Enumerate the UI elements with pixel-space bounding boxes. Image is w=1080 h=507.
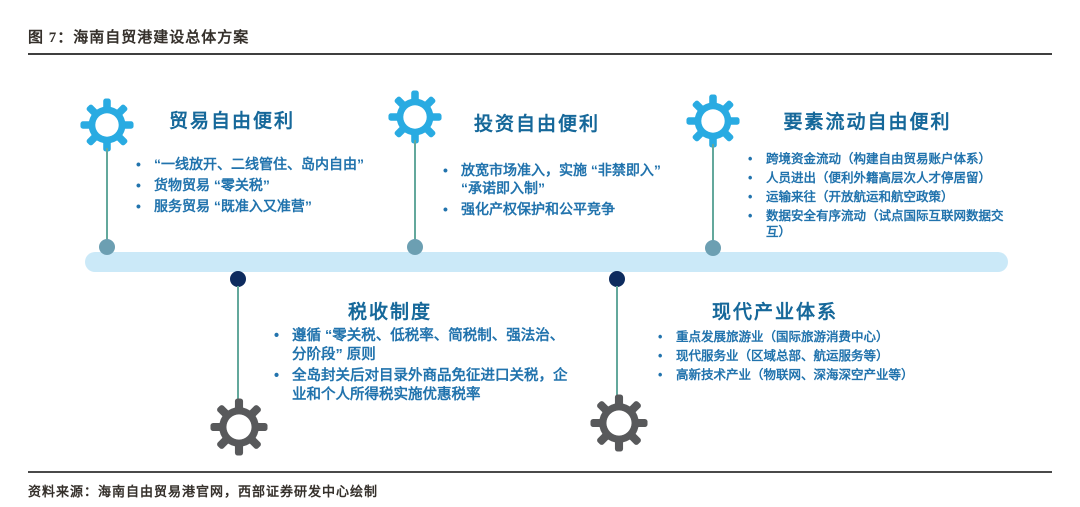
stem-line bbox=[237, 286, 239, 400]
bullet-list-factor-flow: 跨境资金流动（构建自由贸易账户体系） 人员进出（便利外籍高层次人才停居留） 运输来往… bbox=[742, 151, 1004, 243]
bullet-item: 跨境资金流动（构建自由贸易账户体系） bbox=[742, 151, 1004, 167]
section-heading-trade: 贸易自由便利 bbox=[168, 111, 295, 132]
gear-icon bbox=[80, 98, 134, 152]
bullet-item: 数据安全有序流动（试点国际互联网数据交互） bbox=[742, 208, 1004, 240]
gear-icon bbox=[388, 90, 442, 144]
bullet-list-tax-system: 遵循 “零关税、低税率、简税制、强法治、分阶段” 原则全岛封关后对目录外商品免征… bbox=[268, 327, 568, 407]
connector-dot-top bbox=[407, 239, 423, 255]
bullet-item: 重点发展旅游业（国际旅游消费中心） bbox=[652, 329, 1032, 345]
source-note: 资料来源：海南自由贸易港官网，西部证券研发中心绘制 bbox=[28, 484, 379, 499]
bullet-list-modern-industry: 重点发展旅游业（国际旅游消费中心） 现代服务业（区域总部、航运服务等） 高新技术产业… bbox=[652, 329, 1032, 386]
bullet-item: 货物贸易 “零关税” bbox=[130, 177, 415, 195]
connector-dot-top bbox=[705, 240, 721, 256]
source-divider bbox=[28, 471, 1052, 473]
bullet-item: 运输来往（开放航运和航空政策） bbox=[742, 189, 1004, 205]
bullet-item: 人员进出（便利外籍高层次人才停居留） bbox=[742, 170, 1004, 186]
stem-line bbox=[712, 144, 714, 243]
section-heading-modern-industry: 现代产业体系 bbox=[711, 302, 838, 323]
section-heading-investment: 投资自由便利 bbox=[473, 114, 600, 135]
connector-dot-top bbox=[99, 239, 115, 255]
bullet-item: “一线放开、二线管住、岛内自由” bbox=[130, 156, 415, 174]
figure-title: 图 7：海南自贸港建设总体方案 bbox=[28, 30, 250, 46]
bullet-item: 服务贸易 “既准入又准营” bbox=[130, 198, 415, 216]
gear-icon bbox=[686, 94, 740, 148]
stem-line bbox=[414, 140, 416, 243]
section-heading-factor-flow: 要素流动自由便利 bbox=[783, 112, 952, 133]
bullet-item: 强化产权保护和公平竞争 bbox=[437, 201, 679, 219]
bullet-item: 高新技术产业（物联网、深海深空产业等） bbox=[652, 367, 1032, 383]
timeline-bar bbox=[85, 252, 1008, 272]
section-heading-tax-system: 税收制度 bbox=[347, 302, 432, 323]
bullet-list-investment: 放宽市场准入，实施 “非禁即入” “承诺即入制” 强化产权保护和公平竞争 bbox=[437, 162, 679, 222]
bullet-item: 遵循 “零关税、低税率、简税制、强法治、分阶段” 原则 bbox=[268, 327, 568, 364]
bullet-list-trade: “一线放开、二线管住、岛内自由” 货物贸易 “零关税” 服务贸易 “既准入又准营” bbox=[130, 156, 415, 219]
stem-line bbox=[616, 286, 618, 396]
bullet-item: 全岛封关后对目录外商品免征进口关税，企业和个人所得税实施优惠税率 bbox=[268, 367, 568, 404]
title-divider bbox=[28, 53, 1052, 55]
bullet-item: 现代服务业（区域总部、航运服务等） bbox=[652, 348, 1032, 364]
connector-dot-bottom bbox=[230, 271, 246, 287]
gear-icon bbox=[210, 398, 268, 456]
gear-icon bbox=[590, 394, 648, 452]
stem-line bbox=[106, 148, 108, 243]
connector-dot-bottom bbox=[609, 271, 625, 287]
bullet-item: 放宽市场准入，实施 “非禁即入” “承诺即入制” bbox=[437, 162, 679, 198]
